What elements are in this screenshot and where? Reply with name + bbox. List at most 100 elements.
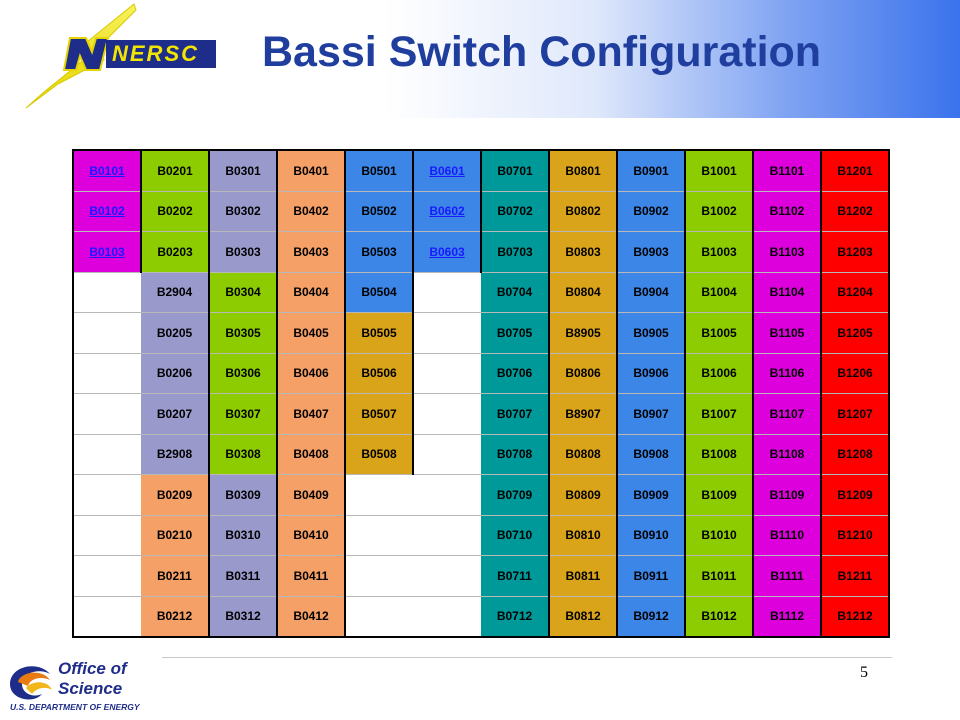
page-number: 5: [860, 664, 868, 681]
switch-cell: B1012: [685, 596, 754, 638]
switch-cell: B1003: [685, 231, 754, 273]
nersc-logo: NERSC: [25, 3, 216, 109]
switch-cell: B1110: [753, 515, 822, 556]
empty-cell: [413, 272, 481, 313]
switch-cell: B0705: [481, 312, 550, 354]
doe-label: U.S. DEPARTMENT OF ENERGY: [10, 702, 141, 712]
switch-cell: B1102: [753, 191, 822, 232]
switch-cell: B8905: [549, 312, 618, 354]
switch-cell: B2908: [141, 434, 210, 475]
switch-cell: B0210: [141, 515, 210, 556]
empty-cell: [73, 474, 141, 516]
switch-cell: B0910: [617, 515, 686, 556]
switch-cell: B0311: [209, 555, 278, 597]
switch-cell: B1204: [821, 272, 890, 313]
empty-cell: [413, 474, 481, 516]
switch-cell: B1201: [821, 150, 890, 192]
empty-cell: [73, 555, 141, 597]
switch-cell: B0401: [277, 150, 346, 192]
switch-cell: B1104: [753, 272, 822, 313]
switch-cell: B0409: [277, 474, 346, 516]
switch-cell: B0703: [481, 231, 550, 273]
slide-title: Bassi Switch Configuration: [262, 28, 822, 76]
empty-cell: [345, 555, 413, 597]
empty-cell: [73, 312, 141, 354]
switch-cell: B1202: [821, 191, 890, 232]
switch-cell: B0507: [345, 393, 414, 435]
switch-cell: B0808: [549, 434, 618, 475]
switch-cell: B1108: [753, 434, 822, 475]
switch-cell: B0504: [345, 272, 414, 313]
switch-cell: B0709: [481, 474, 550, 516]
switch-cell: B2904: [141, 272, 210, 313]
switch-cell: B1101: [753, 150, 822, 192]
nersc-plate: [106, 40, 216, 68]
switch-cell: B0707: [481, 393, 550, 435]
switch-cell: B1209: [821, 474, 890, 516]
switch-link-cell[interactable]: B0601: [413, 150, 482, 192]
switch-cell: B0802: [549, 191, 618, 232]
switch-cell: B0307: [209, 393, 278, 435]
switch-cell: B1212: [821, 596, 890, 638]
empty-cell: [413, 312, 481, 354]
switch-link-cell[interactable]: B0103: [73, 231, 142, 273]
empty-cell: [73, 434, 141, 475]
footer-rule: [162, 657, 892, 658]
switch-cell: B0801: [549, 150, 618, 192]
switch-cell: B1103: [753, 231, 822, 273]
switch-cell: B0804: [549, 272, 618, 313]
switch-cell: B0308: [209, 434, 278, 475]
switch-cell: B0811: [549, 555, 618, 597]
switch-cell: B0907: [617, 393, 686, 435]
empty-cell: [413, 434, 481, 475]
switch-cell: B0502: [345, 191, 414, 232]
switch-cell: B0503: [345, 231, 414, 273]
switch-cell: B0303: [209, 231, 278, 273]
switch-link-cell[interactable]: B0101: [73, 150, 142, 192]
switch-cell: B0206: [141, 353, 210, 394]
switch-link-cell[interactable]: B0603: [413, 231, 482, 273]
switch-cell: B0201: [141, 150, 210, 192]
switch-cell: B0207: [141, 393, 210, 435]
switch-cell: B0906: [617, 353, 686, 394]
empty-cell: [345, 474, 413, 516]
switch-cell: B0710: [481, 515, 550, 556]
switch-cell: B0901: [617, 150, 686, 192]
switch-cell: B1211: [821, 555, 890, 597]
empty-cell: [73, 353, 141, 394]
switch-cell: B0704: [481, 272, 550, 313]
switch-cell: B0706: [481, 353, 550, 394]
switch-cell: B0305: [209, 312, 278, 354]
switch-cell: B1208: [821, 434, 890, 475]
switch-cell: B0310: [209, 515, 278, 556]
switch-cell: B1001: [685, 150, 754, 192]
empty-cell: [73, 515, 141, 556]
switch-cell: B1107: [753, 393, 822, 435]
switch-link-cell[interactable]: B0102: [73, 191, 142, 232]
n-letter-icon: [62, 37, 110, 71]
switch-cell: B0505: [345, 312, 414, 354]
switch-cell: B1011: [685, 555, 754, 597]
switch-cell: B1008: [685, 434, 754, 475]
switch-cell: B0905: [617, 312, 686, 354]
switch-link-cell[interactable]: B0602: [413, 191, 482, 232]
switch-cell: B0909: [617, 474, 686, 516]
switch-cell: B0809: [549, 474, 618, 516]
switch-cell: B1206: [821, 353, 890, 394]
switch-cell: B0402: [277, 191, 346, 232]
switch-cell: B0911: [617, 555, 686, 597]
switch-cell: B0306: [209, 353, 278, 394]
switch-cell: B1006: [685, 353, 754, 394]
